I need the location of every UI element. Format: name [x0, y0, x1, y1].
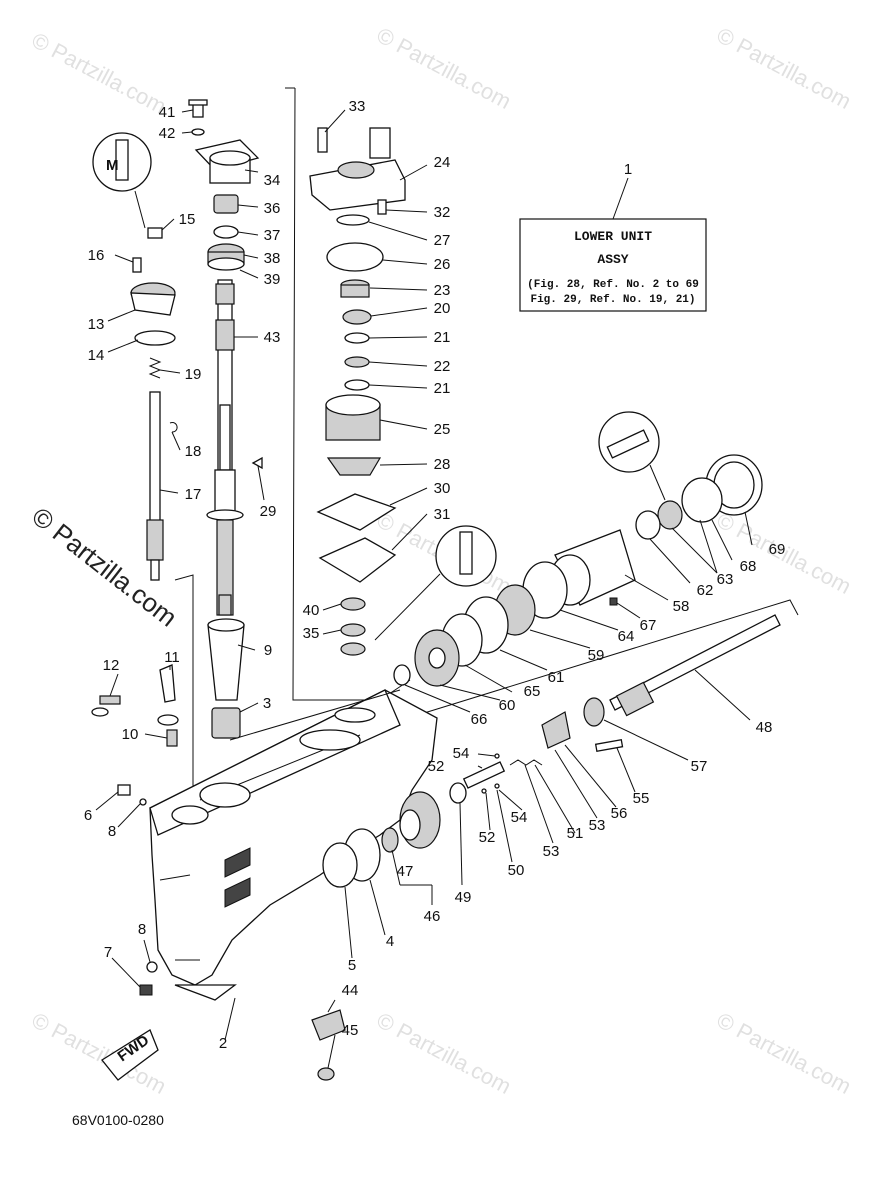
label-62: 62: [697, 582, 714, 599]
label-21: 21: [434, 329, 451, 346]
label-8: 8: [108, 823, 116, 840]
lt-mark-icon: M: [106, 157, 119, 174]
label-54: 54: [511, 809, 528, 826]
label-47: 47: [397, 863, 414, 880]
label-67: 67: [640, 617, 657, 634]
lower-unit-housing: [149, 689, 438, 1001]
label-13: 13: [88, 316, 105, 333]
guide-lines: [174, 87, 799, 818]
label-44: 44: [342, 982, 359, 999]
label-42: 42: [159, 125, 176, 142]
label-51: 51: [567, 825, 584, 842]
box-title: LOWER UNIT: [574, 229, 652, 244]
label-10: 10: [122, 726, 139, 743]
label-69: 69: [769, 541, 786, 558]
label-21: 21: [434, 380, 451, 397]
label-30: 30: [434, 480, 451, 497]
label-45: 45: [342, 1022, 359, 1039]
label-60: 60: [499, 697, 516, 714]
label-65: 65: [524, 683, 541, 700]
watermark: © Partzilla.com: [713, 1007, 856, 1099]
label-63: 63: [717, 571, 734, 588]
water-pump-parts: [309, 127, 406, 656]
label-11: 11: [164, 649, 180, 666]
label-56: 56: [611, 805, 628, 822]
label-61: 61: [548, 669, 565, 686]
label-18: 18: [185, 443, 202, 460]
leader-lines: [95, 109, 753, 1069]
label-43: 43: [264, 329, 281, 346]
label-38: 38: [264, 250, 281, 267]
label-49: 49: [455, 889, 472, 906]
label-15: 15: [179, 211, 196, 228]
label-66: 66: [471, 711, 488, 728]
label-35: 35: [303, 625, 320, 642]
shift-parts: FWD: [91, 99, 263, 1081]
label-25: 25: [434, 421, 451, 438]
label-59: 59: [588, 647, 605, 664]
label-9: 9: [264, 642, 272, 659]
label-14: 14: [88, 347, 105, 364]
label-64: 64: [618, 628, 635, 645]
label-52: 52: [428, 758, 445, 775]
label-7: 7: [104, 944, 112, 961]
label-36: 36: [264, 200, 281, 217]
label-4: 4: [386, 933, 394, 950]
label-54: 54: [453, 745, 470, 762]
label-2: 2: [219, 1035, 227, 1052]
label-32: 32: [434, 204, 451, 221]
box-subtitle: ASSY: [597, 252, 628, 267]
label-57: 57: [691, 758, 708, 775]
label-27: 27: [434, 232, 451, 249]
label-12: 12: [103, 657, 120, 674]
label-55: 55: [633, 790, 650, 807]
label-17: 17: [185, 486, 202, 503]
label-68: 68: [740, 558, 757, 575]
watermark: © Partzilla.com: [373, 22, 516, 114]
label-58: 58: [673, 598, 690, 615]
box-refs-line1: (Fig. 28, Ref. No. 2 to 69: [527, 279, 699, 291]
label-19: 19: [185, 366, 202, 383]
label-34: 34: [264, 172, 281, 189]
label-20: 20: [434, 300, 451, 317]
label-46: 46: [424, 908, 441, 925]
label-39: 39: [264, 271, 281, 288]
callout-labels: 2 3 4 5 6 7 8 8 9 10 11 12 13 14 15 16 1…: [84, 98, 786, 1052]
label-41: 41: [159, 104, 176, 121]
label-53: 53: [543, 843, 560, 860]
label-22: 22: [434, 358, 451, 375]
box-refs-line2: Fig. 29, Ref. No. 19, 21): [530, 294, 695, 306]
propeller-shaft-parts: [311, 454, 781, 1081]
watermark: © Partzilla.com: [373, 1007, 516, 1099]
label-31: 31: [434, 506, 451, 523]
callout-1: 1: [624, 161, 632, 178]
label-16: 16: [88, 247, 105, 264]
watermark: © Partzilla.com: [28, 27, 171, 119]
label-8: 8: [138, 921, 146, 938]
label-28: 28: [434, 456, 451, 473]
label-50: 50: [508, 862, 525, 879]
label-52: 52: [479, 829, 496, 846]
detail-circles: M: [92, 132, 666, 641]
label-23: 23: [434, 282, 451, 299]
label-5: 5: [348, 957, 356, 974]
label-6: 6: [84, 807, 92, 824]
label-3: 3: [263, 695, 271, 712]
label-24: 24: [434, 154, 451, 171]
diagram-code: 68V0100-0280: [72, 1112, 164, 1128]
label-37: 37: [264, 227, 281, 244]
label-26: 26: [434, 256, 451, 273]
label-33: 33: [349, 98, 366, 115]
lower-unit-assy-box: LOWER UNIT ASSY (Fig. 28, Ref. No. 2 to …: [519, 161, 707, 312]
watermark: © Partzilla.com: [713, 22, 856, 114]
label-53: 53: [589, 817, 606, 834]
label-48: 48: [756, 719, 773, 736]
label-29: 29: [260, 503, 277, 520]
label-40: 40: [303, 602, 320, 619]
